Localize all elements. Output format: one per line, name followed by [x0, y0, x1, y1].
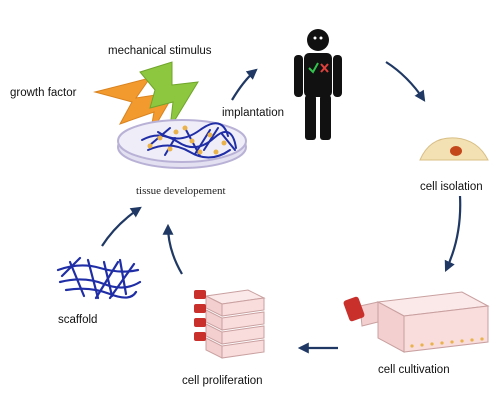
implantation-label: implantation: [222, 107, 285, 119]
arrow-person-to-cell-isolation: [385, 61, 426, 102]
mechanical-stimulus-lightning-icon: [139, 61, 199, 129]
cell-cultivation-label: cell cultivation: [378, 364, 450, 376]
mechanical-stimulus-label: mechanical stimulus: [108, 45, 212, 57]
stacked-flasks-icon: [194, 289, 266, 359]
person-icon: [294, 29, 342, 140]
culture-flask-icon: [343, 291, 490, 353]
arrow-dish-to-implantation: [231, 68, 258, 101]
cell-proliferation-label: cell proliferation: [182, 375, 263, 387]
petri-dish-icon: [117, 119, 247, 169]
cell-icon: [419, 137, 489, 161]
arrow-cell-isolation-to-cultivation: [444, 195, 462, 272]
arrow-scaffold-to-dish: [101, 206, 142, 247]
scaffold-label: scaffold: [58, 314, 98, 326]
cell-isolation-label: cell isolation: [420, 181, 483, 193]
arrow-proliferation-to-dish: [162, 223, 183, 275]
tissue-development-label: tissue developement: [136, 185, 226, 197]
scaffold-mesh-icon: [56, 256, 142, 300]
growth-factor-label: growth factor: [10, 87, 77, 99]
